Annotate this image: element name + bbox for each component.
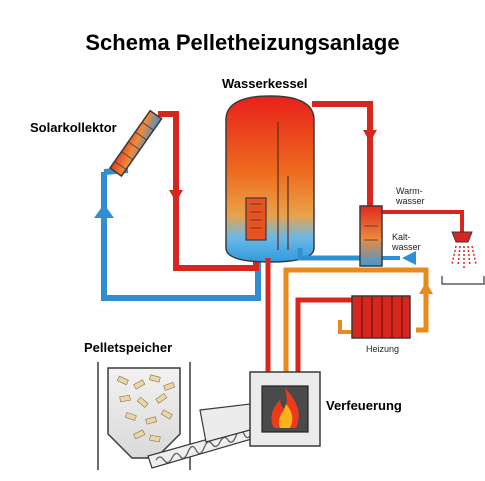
heating-return-pipe xyxy=(295,297,352,374)
solar-return-pipe xyxy=(101,172,261,301)
solar-return-arrow-icon xyxy=(94,204,114,218)
heating-label: Heizung xyxy=(366,344,400,354)
heating-flow-pipe xyxy=(283,267,429,374)
solar-collector-label: Solarkollektor xyxy=(30,120,117,135)
cold-water-label-line1: Kalt- xyxy=(392,232,411,242)
page-title: Schema Pelletheizungsanlage xyxy=(85,30,400,55)
boiler-label: Wasserkessel xyxy=(222,76,308,91)
radiator xyxy=(351,295,411,339)
pellet-conveyor xyxy=(147,403,263,469)
solar-collector xyxy=(108,109,163,178)
warm-water-label-line2: wasser xyxy=(396,196,425,206)
flame-icon xyxy=(271,388,299,428)
cold-water-arrow-icon xyxy=(402,251,416,265)
warm-water-pipe xyxy=(382,210,464,232)
heating-loop xyxy=(265,258,433,374)
warm-water-label-line1: Warm- xyxy=(396,186,423,196)
plate-heat-exchanger xyxy=(359,205,383,267)
heating-arrow-icon xyxy=(419,282,433,294)
boiler-hot-outlet-pipe xyxy=(312,101,373,206)
cold-water-label-line2: wasser xyxy=(392,242,421,252)
hot-outlet-arrow-icon xyxy=(363,130,377,142)
tank-heat-exchanger xyxy=(245,197,267,241)
shower-icon xyxy=(441,231,485,285)
furnace-label: Verfeuerung xyxy=(326,398,402,413)
furnace xyxy=(249,371,321,447)
solar-flow-arrow-icon xyxy=(169,190,183,202)
water-boiler xyxy=(225,95,315,263)
pellet-storage-label: Pelletspeicher xyxy=(84,340,173,355)
